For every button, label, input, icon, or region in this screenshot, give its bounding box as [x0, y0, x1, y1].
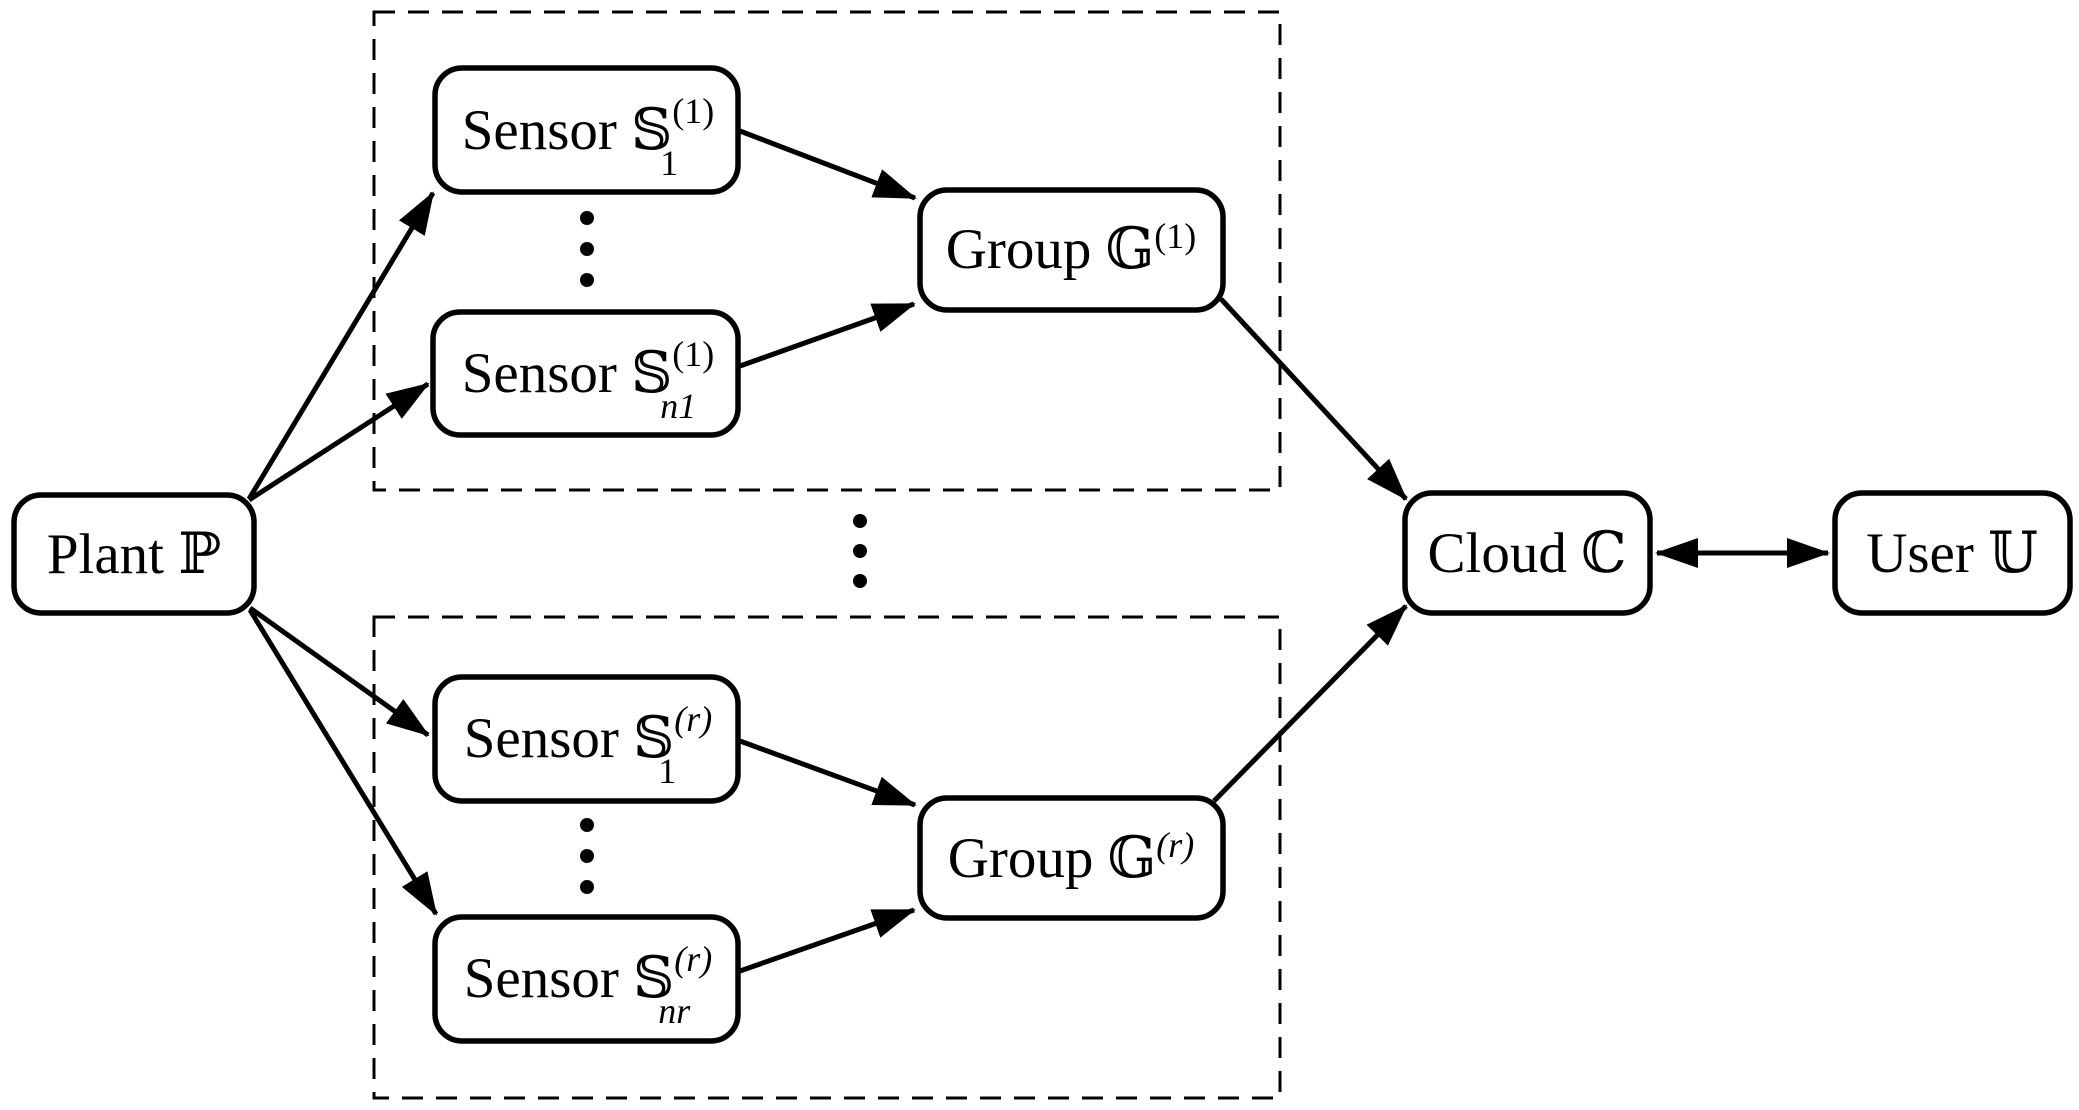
dot: [580, 849, 594, 863]
dot: [853, 574, 867, 588]
sensor-nr-r-box: [432, 914, 741, 1044]
sensor-1-1-label: Sensor 𝕊(1)1: [462, 91, 715, 183]
dot: [580, 880, 594, 894]
node-sensor-1-r: Sensor 𝕊(r)1: [432, 674, 741, 804]
node-sensor-1-1: Sensor 𝕊(1)1: [432, 65, 741, 195]
group-1-label: Group 𝔾(1): [946, 216, 1197, 281]
edge-group-r-to-cloud: [1212, 604, 1408, 803]
node-group-r: Group 𝔾(r): [917, 795, 1226, 921]
sensor-1-r-label: Sensor 𝕊(r)1: [464, 699, 713, 791]
edge-plant-to-sensor-1-r: [248, 605, 430, 738]
edge-plant-to-sensor-1-1: [246, 191, 436, 501]
node-sensor-n1-1: Sensor 𝕊(1)n1: [430, 309, 741, 438]
node-sensor-nr-r: Sensor 𝕊(r)nr: [432, 914, 741, 1044]
cluster-group-1-frame: [372, 10, 1282, 492]
sensor-1-1-box: [432, 65, 741, 195]
dot: [853, 544, 867, 558]
group-1-box: [917, 187, 1226, 313]
node-cloud: Cloud ℂ: [1402, 490, 1653, 616]
edge-sensor-n1-1-to-group-1: [739, 301, 916, 369]
ellipsis-sensors-group-r: [580, 818, 594, 894]
node-group-1: Group 𝔾(1): [917, 187, 1226, 313]
edge-plant-to-sensor-nr-r: [247, 608, 439, 916]
cloud-label: Cloud ℂ: [1428, 522, 1627, 585]
edge-plant-to-sensor-n1-1: [247, 381, 430, 503]
cluster-group-r-frame: [372, 615, 1282, 1100]
dot: [580, 273, 594, 287]
group-r-label: Group 𝔾(r): [948, 825, 1195, 890]
sensor-nr-r-label: Sensor 𝕊(r)nr: [464, 939, 713, 1031]
edge-sensor-1-1-to-group-1: [739, 128, 917, 201]
edge-group-1-to-cloud: [1219, 297, 1408, 501]
dot: [580, 242, 594, 256]
sensor-n1-1-label: Sensor 𝕊(1)n1: [462, 334, 715, 426]
ellipsis-between-clusters: [853, 514, 867, 588]
group-r-box: [917, 795, 1226, 921]
node-plant: Plant ℙ: [11, 492, 257, 616]
node-user: User 𝕌: [1832, 490, 2073, 616]
edge-sensor-nr-r-to-group-r: [739, 907, 916, 974]
cloud-box: [1402, 490, 1653, 616]
sensor-1-r-box: [432, 674, 741, 804]
user-box: [1832, 490, 2073, 616]
dot: [580, 818, 594, 832]
user-label: User 𝕌: [1866, 522, 2038, 585]
dot: [580, 211, 594, 225]
ellipsis-sensors-group-1: [580, 211, 594, 287]
plant-label: Plant ℙ: [47, 523, 221, 586]
plant-box: [11, 492, 257, 616]
dot: [853, 514, 867, 528]
edge-sensor-1-r-to-group-r: [739, 738, 917, 808]
sensor-n1-1-box: [430, 309, 741, 438]
